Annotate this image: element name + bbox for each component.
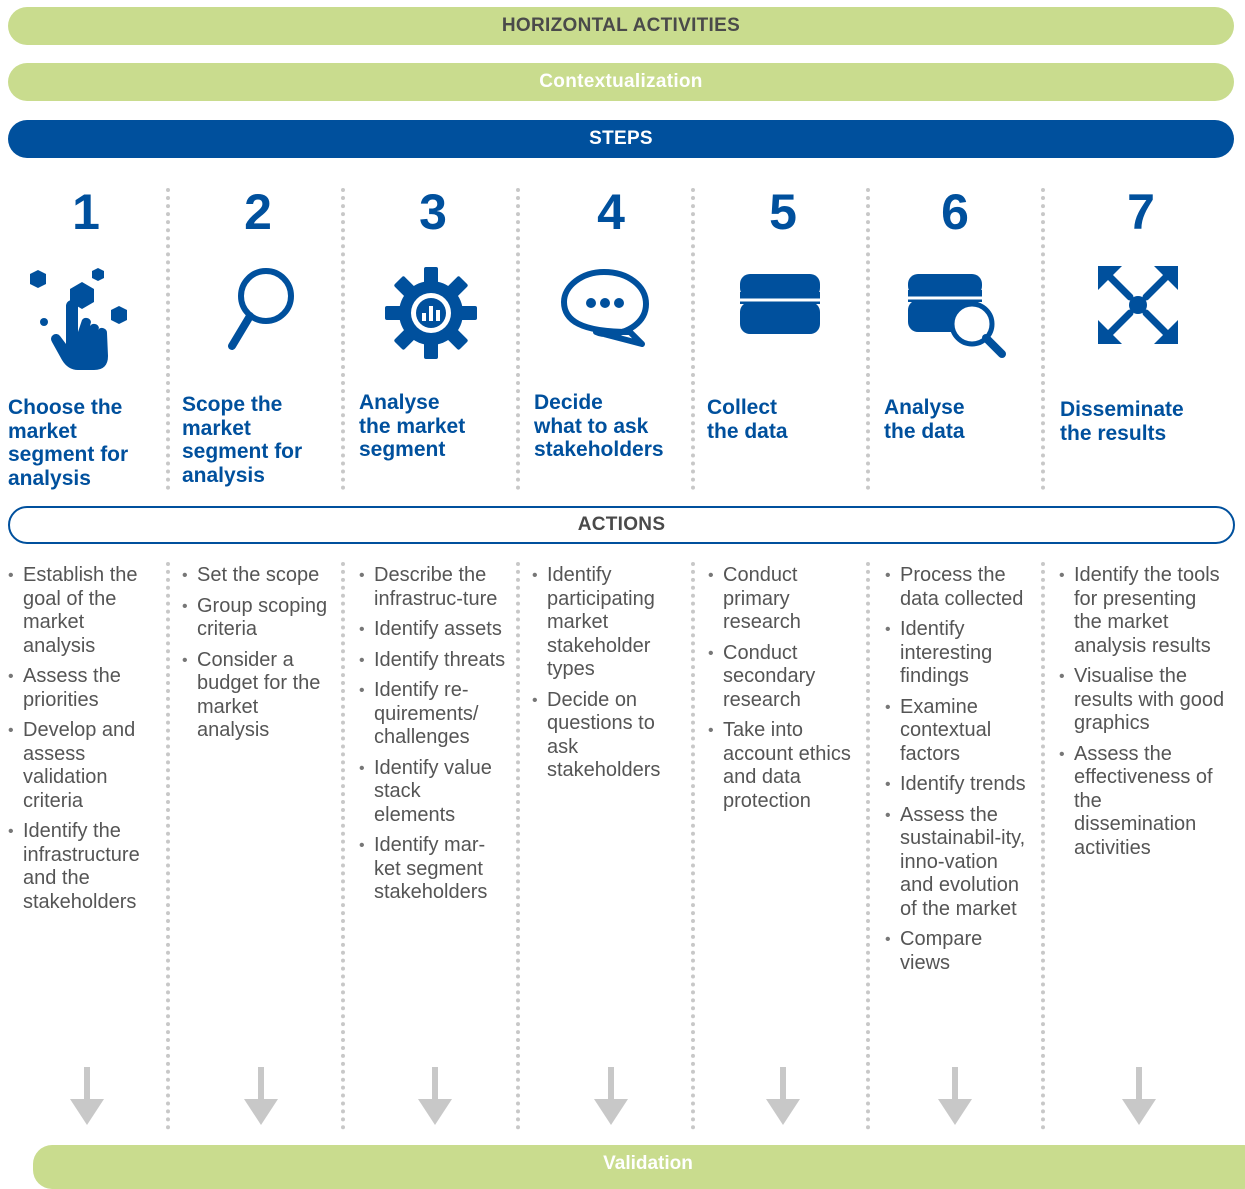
step-number: 6 bbox=[941, 184, 969, 240]
column-separator bbox=[341, 562, 345, 1130]
list-item: Visualise the results with good graphics bbox=[1059, 665, 1229, 736]
column-separator bbox=[691, 188, 695, 490]
database-search-icon bbox=[908, 274, 1006, 358]
actions-list: Establish the goal of the market analysi… bbox=[8, 564, 158, 921]
list-item: Assess the effectiveness of the dissemin… bbox=[1059, 743, 1229, 861]
list-item: Identify mar-ket segment stakeholders bbox=[359, 834, 507, 905]
list-item: Identify trends bbox=[885, 773, 1033, 797]
list-item: Identify the tools for presenting the ma… bbox=[1059, 564, 1229, 658]
step-number: 4 bbox=[597, 184, 625, 240]
down-arrow-icon bbox=[938, 1067, 972, 1125]
list-item: Consider a budget for the market analysi… bbox=[182, 649, 330, 743]
actions-list: Identify participating market stakeholde… bbox=[532, 564, 680, 790]
column-separator bbox=[1041, 188, 1045, 490]
list-item: Decide on questions to ask stakeholders bbox=[532, 689, 680, 783]
list-item: Assess the priorities bbox=[8, 665, 158, 712]
contextualization-bar: Contextualization bbox=[8, 63, 1234, 101]
list-item: Develop and assess validation criteria bbox=[8, 719, 158, 813]
down-arrow-icon bbox=[594, 1067, 628, 1125]
list-item: Process the data collected bbox=[885, 564, 1033, 611]
down-arrow-icon bbox=[70, 1067, 104, 1125]
list-item: Take into account ethics and data protec… bbox=[708, 719, 856, 813]
step-number: 7 bbox=[1127, 184, 1155, 240]
database-icon bbox=[740, 274, 820, 334]
list-item: Identify value stack elements bbox=[359, 757, 507, 828]
actions-list: Describe the infrastruc-ture Identify as… bbox=[359, 564, 507, 912]
actions-list: Set the scope Group scoping criteria Con… bbox=[182, 564, 330, 750]
expand-arrows-icon bbox=[1098, 266, 1178, 344]
actions-list: Conduct primary research Conduct seconda… bbox=[708, 564, 856, 820]
list-item: Conduct secondary research bbox=[708, 642, 856, 713]
column-separator bbox=[166, 562, 170, 1130]
column-separator bbox=[1041, 562, 1045, 1130]
list-item: Conduct primary research bbox=[708, 564, 856, 635]
list-item: Identify the infrastructure and the stak… bbox=[8, 820, 158, 914]
list-item: Identify re-quirements/ challenges bbox=[359, 679, 507, 750]
list-item: Identify assets bbox=[359, 618, 507, 642]
validation-bar: Validation bbox=[33, 1145, 1245, 1189]
column-separator bbox=[516, 188, 520, 490]
column-separator bbox=[516, 562, 520, 1130]
step-number: 2 bbox=[244, 184, 272, 240]
column-separator bbox=[341, 188, 345, 490]
hand-touch-hexagons-icon bbox=[30, 268, 127, 370]
list-item: Identify threats bbox=[359, 649, 507, 673]
list-item: Examine contextual factors bbox=[885, 696, 1033, 767]
steps-bar: STEPS bbox=[8, 120, 1234, 158]
actions-bar: ACTIONS bbox=[8, 506, 1235, 544]
list-item: Assess the sustainabil-ity, inno-vation … bbox=[885, 804, 1033, 922]
down-arrow-icon bbox=[766, 1067, 800, 1125]
magnifier-icon bbox=[228, 268, 294, 350]
list-item: Identify participating market stakeholde… bbox=[532, 564, 680, 682]
actions-list: Process the data collected Identify inte… bbox=[885, 564, 1033, 982]
list-item: Group scoping criteria bbox=[182, 595, 330, 642]
list-item: Set the scope bbox=[182, 564, 330, 588]
column-separator bbox=[866, 188, 870, 490]
actions-list: Identify the tools for presenting the ma… bbox=[1059, 564, 1229, 867]
step-number: 5 bbox=[769, 184, 797, 240]
step-number: 1 bbox=[72, 184, 100, 240]
down-arrow-icon bbox=[418, 1067, 452, 1125]
column-separator bbox=[691, 562, 695, 1130]
list-item: Describe the infrastruc-ture bbox=[359, 564, 507, 611]
column-separator bbox=[166, 188, 170, 490]
list-item: Establish the goal of the market analysi… bbox=[8, 564, 158, 658]
horizontal-activities-bar: HORIZONTAL ACTIVITIES bbox=[8, 7, 1234, 45]
speech-bubble-icon bbox=[561, 269, 649, 347]
down-arrow-icon bbox=[244, 1067, 278, 1125]
column-separator bbox=[866, 562, 870, 1130]
list-item: Identify interesting findings bbox=[885, 618, 1033, 689]
gear-chart-icon bbox=[385, 267, 477, 359]
down-arrow-icon bbox=[1122, 1067, 1156, 1125]
list-item: Compare views bbox=[885, 928, 1033, 975]
step-number: 3 bbox=[419, 184, 447, 240]
